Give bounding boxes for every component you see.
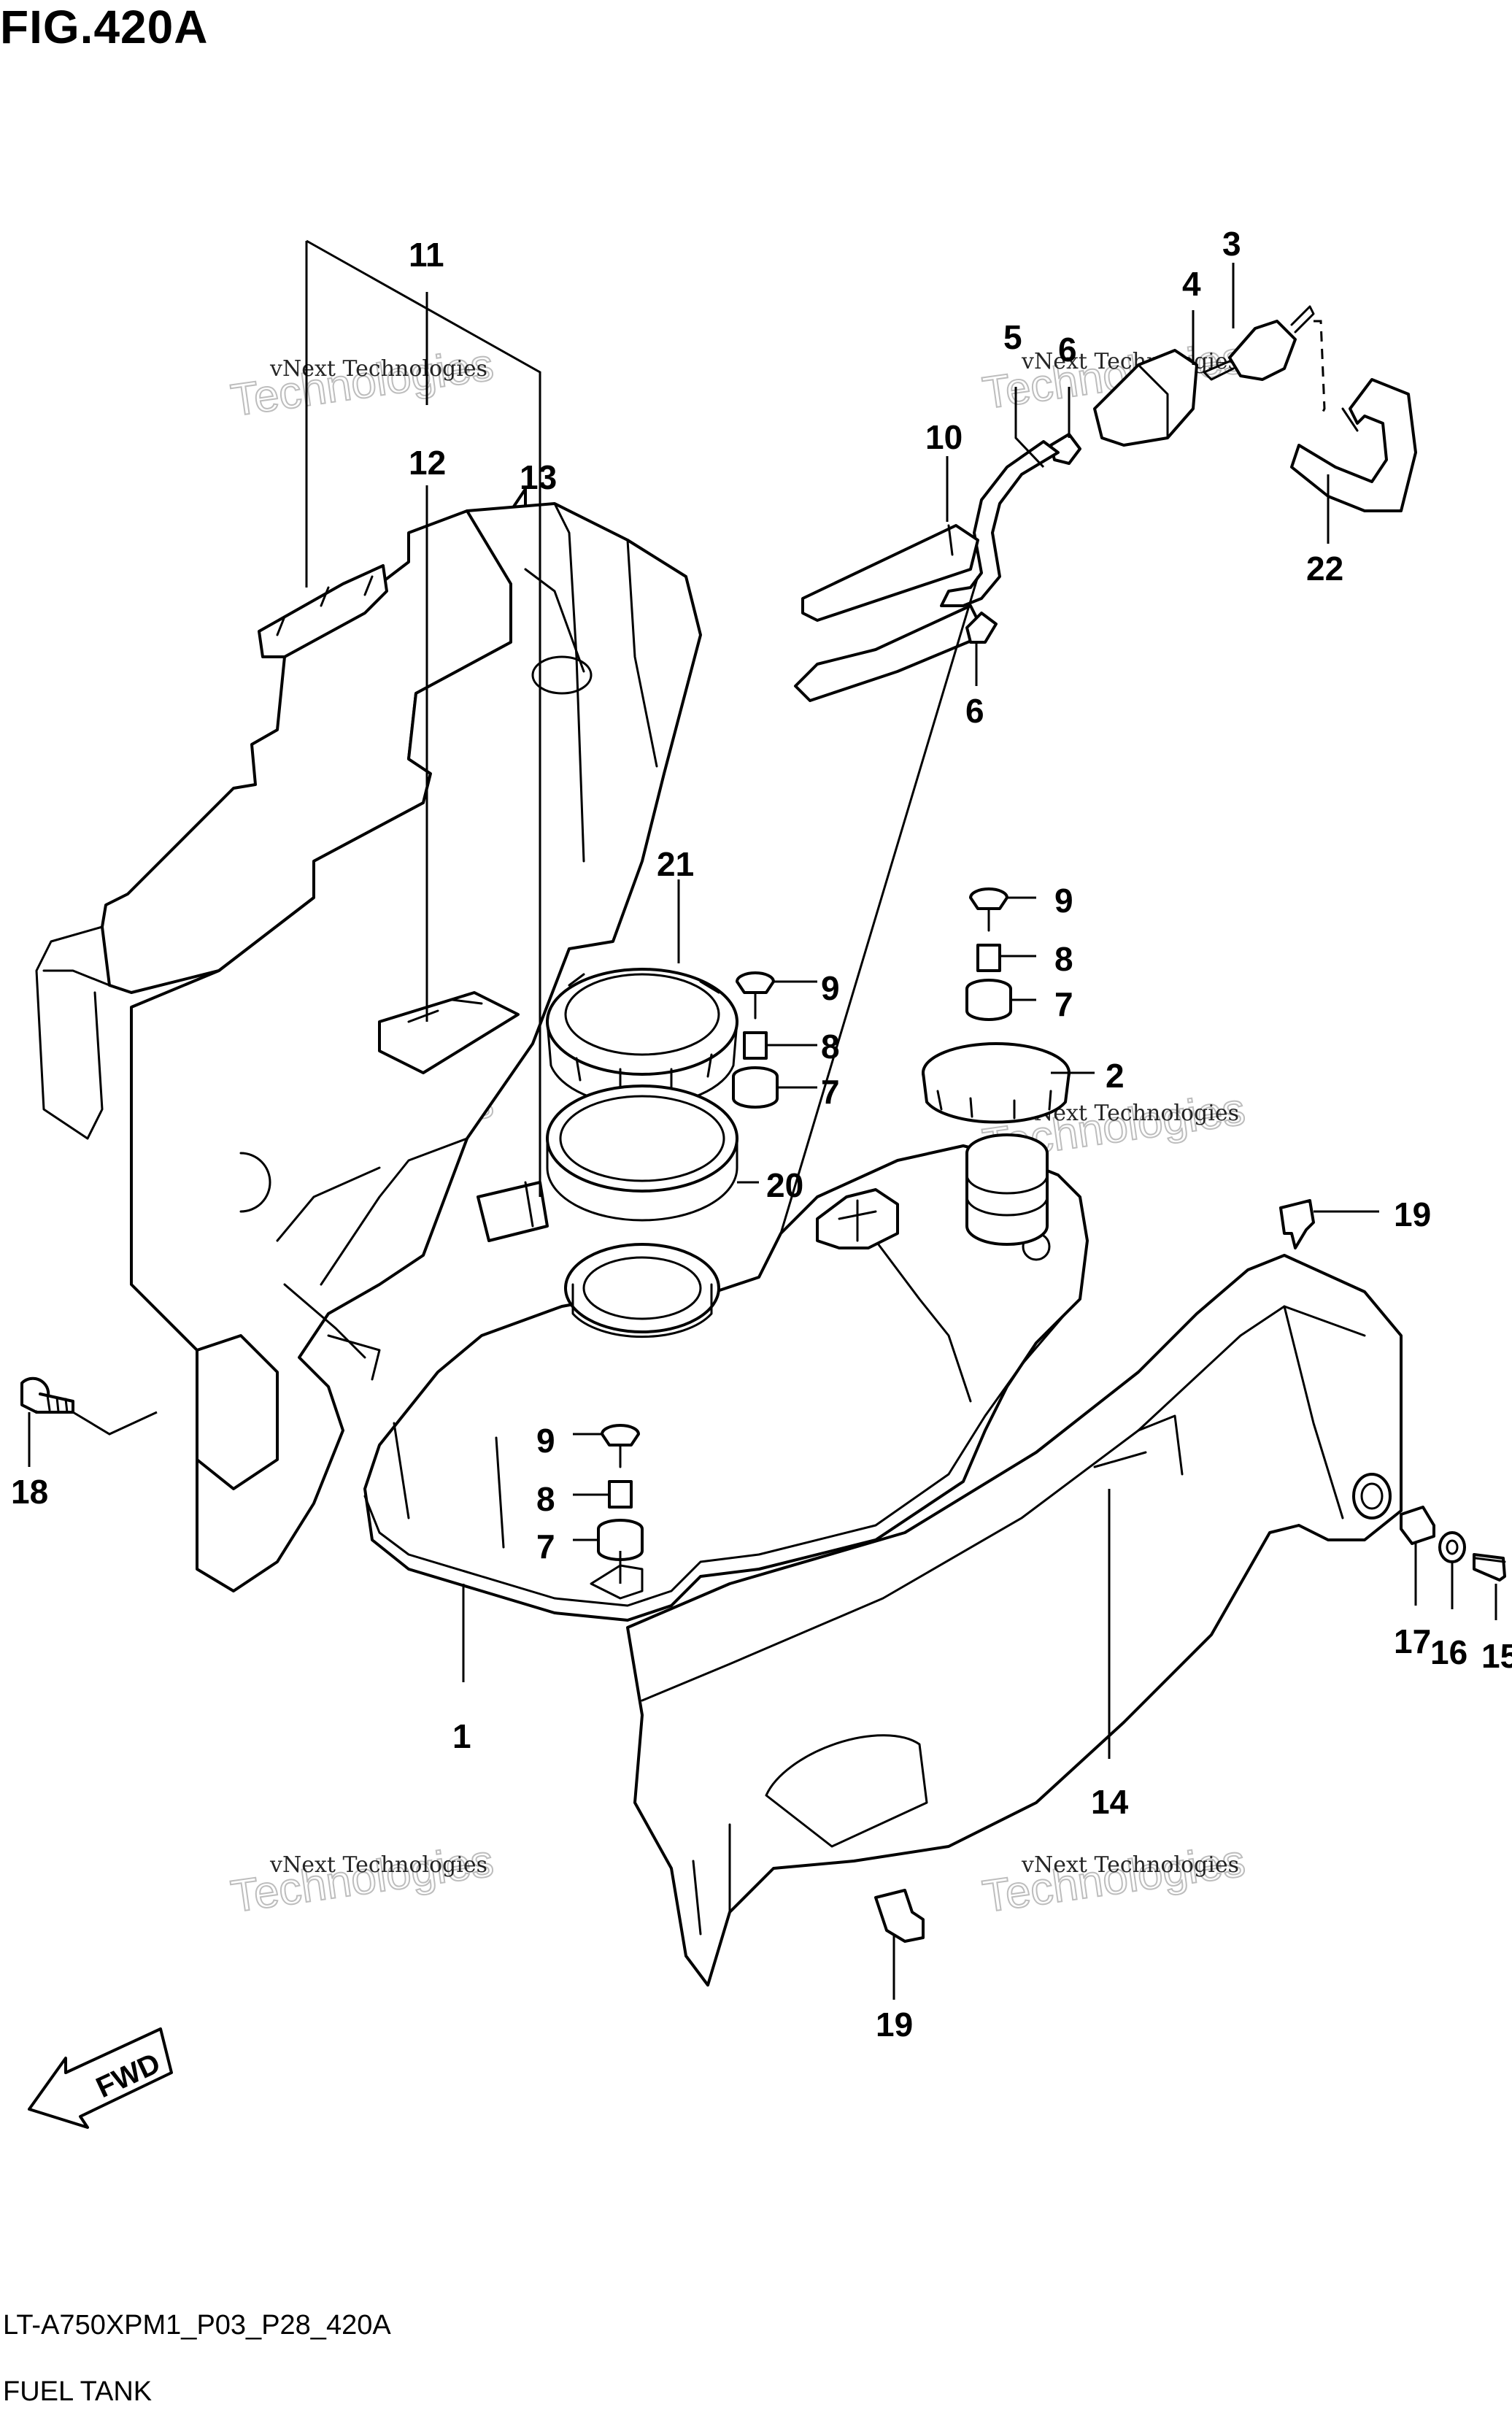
watermark-large: Technologies: [228, 1835, 496, 1922]
washer-16: [1438, 1531, 1466, 1563]
bolt-15: [1473, 1553, 1506, 1582]
callout-12: 12: [409, 444, 446, 482]
watermark-small: vNext Technologies: [269, 356, 487, 382]
fastener-stack-pump: [732, 971, 779, 1109]
callout-4: 4: [1182, 265, 1201, 303]
callout-9-cap: 9: [1054, 882, 1073, 920]
callout-9-tank: 9: [536, 1422, 555, 1460]
callout-15: 15: [1481, 1637, 1512, 1675]
clip-19-lower: [874, 1889, 925, 1943]
callout-9-pump: 9: [821, 969, 840, 1007]
callout-19-upper: 19: [1394, 1195, 1431, 1233]
watermark-small: vNext Technologies: [1021, 1852, 1239, 1878]
callout-7-cap: 7: [1054, 985, 1073, 1023]
fastener-stack-cap: [965, 887, 1012, 1021]
watermark-large: Technologies: [979, 1835, 1248, 1922]
callout-6-lower: 6: [965, 692, 984, 730]
washer-17: [1400, 1506, 1435, 1545]
pump-gasket: [546, 1085, 738, 1222]
watermark-large: Technologies: [228, 339, 496, 426]
leader-lines: [28, 239, 1497, 2000]
callout-14: 14: [1091, 1783, 1129, 1821]
callout-8-pump: 8: [821, 1028, 840, 1066]
fastener-stack-tank: [597, 1424, 644, 1561]
bolt-18: [20, 1376, 74, 1414]
fuel-cap: [922, 1042, 1071, 1124]
callout-20: 20: [766, 1166, 803, 1204]
clip-19-upper: [1279, 1199, 1315, 1249]
callout-7-tank: 7: [536, 1528, 555, 1565]
callout-17: 17: [1394, 1622, 1431, 1660]
callout-7-pump: 7: [821, 1073, 840, 1111]
callout-3: 3: [1222, 225, 1241, 263]
drawing-code: LT-A750XPM1_P03_P28_420A: [3, 2310, 391, 2341]
callout-16: 16: [1430, 1633, 1467, 1671]
callout-10: 10: [925, 418, 963, 456]
callout-22: 22: [1306, 550, 1343, 588]
rear-support-box: [626, 1254, 1403, 1987]
callout-6-top: 6: [1058, 331, 1077, 369]
figure-title: FIG.420A: [0, 1, 209, 53]
watermark-small: vNext Technologies: [269, 1852, 487, 1878]
callout-13: 13: [520, 458, 557, 496]
fwd-arrow: FWD: [28, 2027, 173, 2129]
callout-8-cap: 8: [1054, 940, 1073, 978]
callout-1: 1: [452, 1717, 471, 1755]
callout-19-lower: 19: [876, 2006, 913, 2043]
vent-hose-assembly: [794, 305, 1417, 702]
callout-5: 5: [1003, 318, 1022, 356]
callout-18: 18: [11, 1473, 48, 1511]
fuel-tank: [363, 1133, 1089, 1622]
callout-11: 11: [409, 236, 444, 274]
callout-2: 2: [1106, 1057, 1125, 1095]
callout-21: 21: [657, 845, 694, 883]
callout-labels: 11 12 13 1 2 3 4 5 6 6 7 7 7 8 8 8 9 9 9…: [11, 225, 1512, 2043]
figure-caption: FUEL TANK: [3, 2376, 153, 2407]
watermark-small: vNext Technologies: [1021, 349, 1239, 374]
callout-8-tank: 8: [536, 1480, 555, 1518]
heat-shield-assembly: [35, 488, 702, 1592]
